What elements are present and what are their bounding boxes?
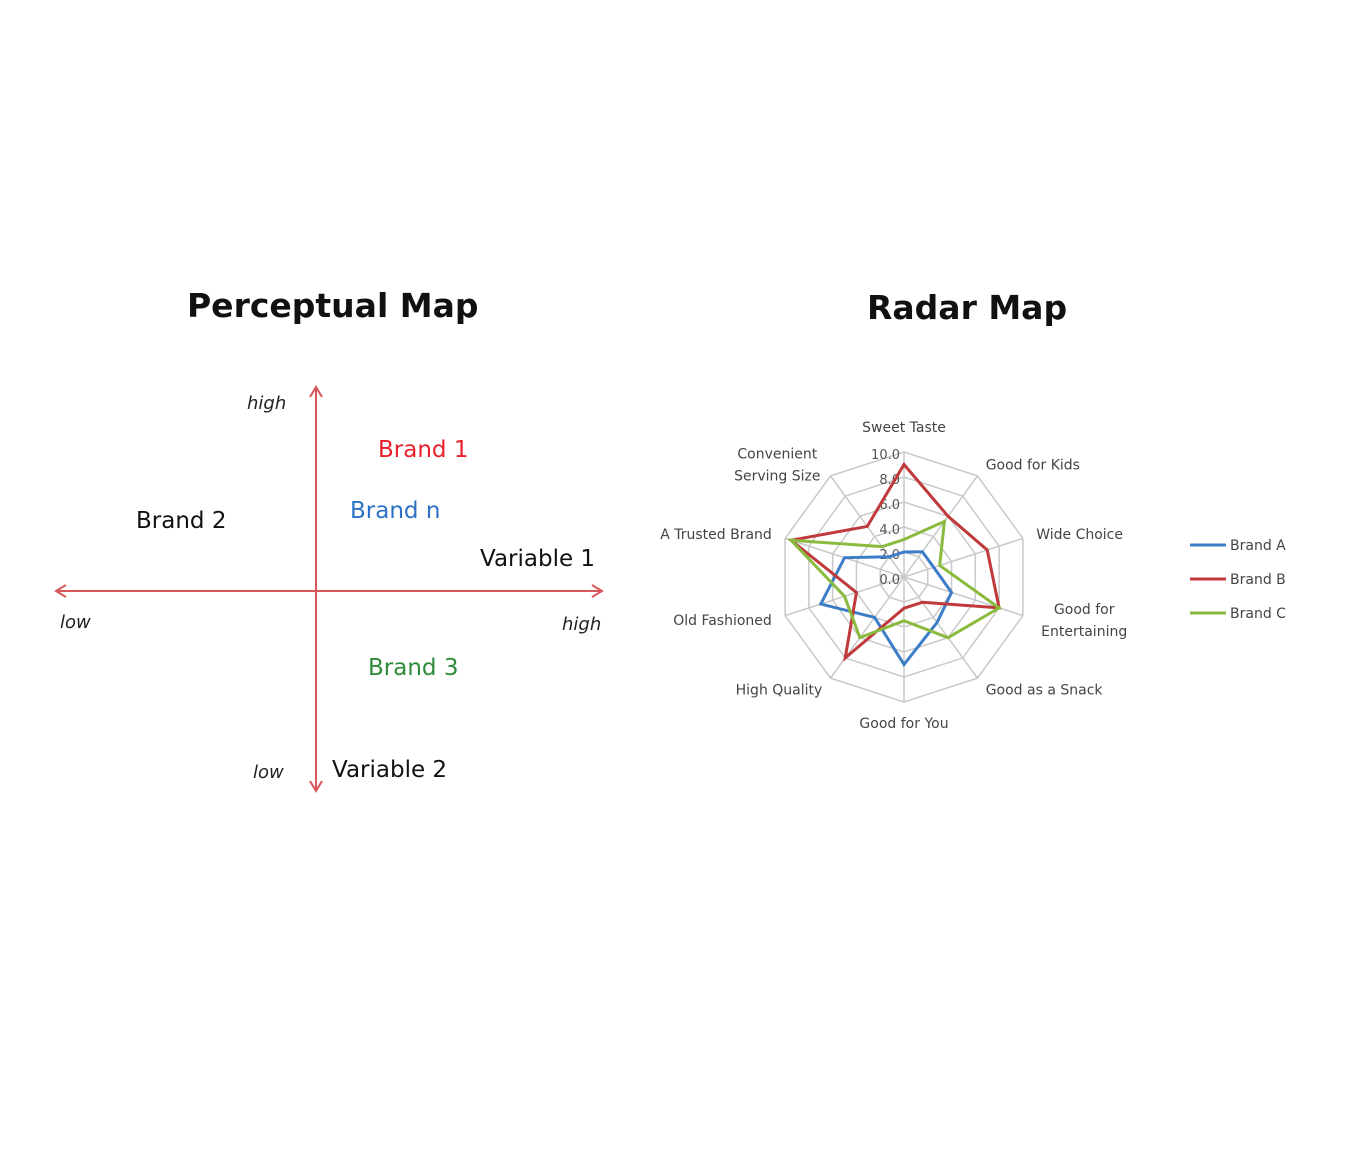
radar-category-label: Old Fashioned [673, 613, 772, 629]
radar-tick-label: 4.0 [879, 523, 900, 538]
brand-1-label: Brand 1 [378, 437, 469, 463]
radar-tick-label: 8.0 [879, 473, 900, 488]
radar-tick-label: 10.0 [871, 448, 900, 463]
radar-category-label: Good for You [859, 716, 948, 732]
radar-category-label: Good as a Snack [986, 682, 1104, 698]
brand-3-label: Brand 3 [368, 655, 459, 681]
radar-tick-label: 6.0 [879, 498, 900, 513]
radar-map-title: Radar Map [867, 288, 1068, 327]
radar-category-label: Sweet Taste [862, 420, 946, 436]
perceptual-x-axis [54, 584, 604, 598]
radar-category-label: Wide Choice [1036, 527, 1123, 543]
radar-spoke [903, 537, 1024, 578]
radar-spoke [903, 576, 979, 679]
radar-spoke [903, 576, 1024, 617]
radar-tick-label: 0.0 [879, 573, 900, 588]
radar-category-label: Good for Kids [986, 458, 1080, 474]
y-axis-variable-label: Variable 2 [332, 757, 448, 783]
legend-label: Brand B [1230, 572, 1286, 588]
legend-label: Brand A [1230, 538, 1286, 554]
radar-category-label: High Quality [736, 682, 823, 698]
perceptual-y-axis [309, 385, 323, 793]
x-axis-high-label: high [562, 614, 602, 635]
radar-spoke [903, 475, 979, 578]
y-axis-high-label: high [247, 393, 287, 414]
radar-series-brand-c [787, 518, 1002, 640]
radar-category-label: A Trusted Brand [660, 527, 772, 543]
radar-series-brand-a [818, 550, 954, 668]
perceptual-map-title: Perceptual Map [187, 286, 479, 325]
y-axis-low-label: low [253, 762, 284, 783]
radar-spoke [829, 576, 905, 679]
x-axis-low-label: low [60, 612, 91, 633]
brand-2-label: Brand 2 [136, 508, 227, 534]
x-axis-variable-label: Variable 1 [480, 546, 596, 572]
brand-n-label: Brand n [350, 498, 441, 524]
legend-label: Brand C [1230, 606, 1286, 622]
radar-series-brand-b [787, 461, 1001, 662]
